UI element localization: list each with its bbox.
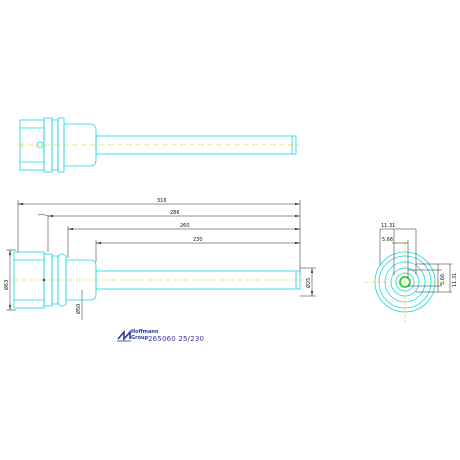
top-holder-body (63, 123, 97, 167)
top-tube (95, 135, 297, 155)
dimension-arrows (9, 203, 313, 310)
dimension-lines (6, 200, 316, 320)
dim-260: 260 (180, 223, 190, 229)
dim-286: 286 (170, 210, 180, 216)
end-view-dimension-lines (379, 228, 452, 293)
logo-group: Group (131, 335, 149, 341)
dim-11-31-vertical: 11.31 (452, 273, 458, 287)
dim-316: 316 (157, 198, 167, 204)
dim-11-31-horizontal: 11.31 (381, 223, 395, 229)
logo-name: Hoffmann (131, 329, 159, 335)
dim-dia63: Ø63 (3, 280, 10, 290)
dim-230: 230 (193, 237, 203, 243)
dim-dia25: Ø25 (305, 278, 312, 288)
dim-5-66-horizontal: 5.66 (382, 237, 393, 243)
dim-5-66-vertical: 5.66 (440, 274, 446, 285)
dim-dia50: Ø50 (75, 304, 82, 314)
part-code: 265060 25/230 (148, 335, 204, 343)
main-holder-body (65, 259, 97, 301)
hoffmann-group-logo-icon (117, 329, 131, 342)
